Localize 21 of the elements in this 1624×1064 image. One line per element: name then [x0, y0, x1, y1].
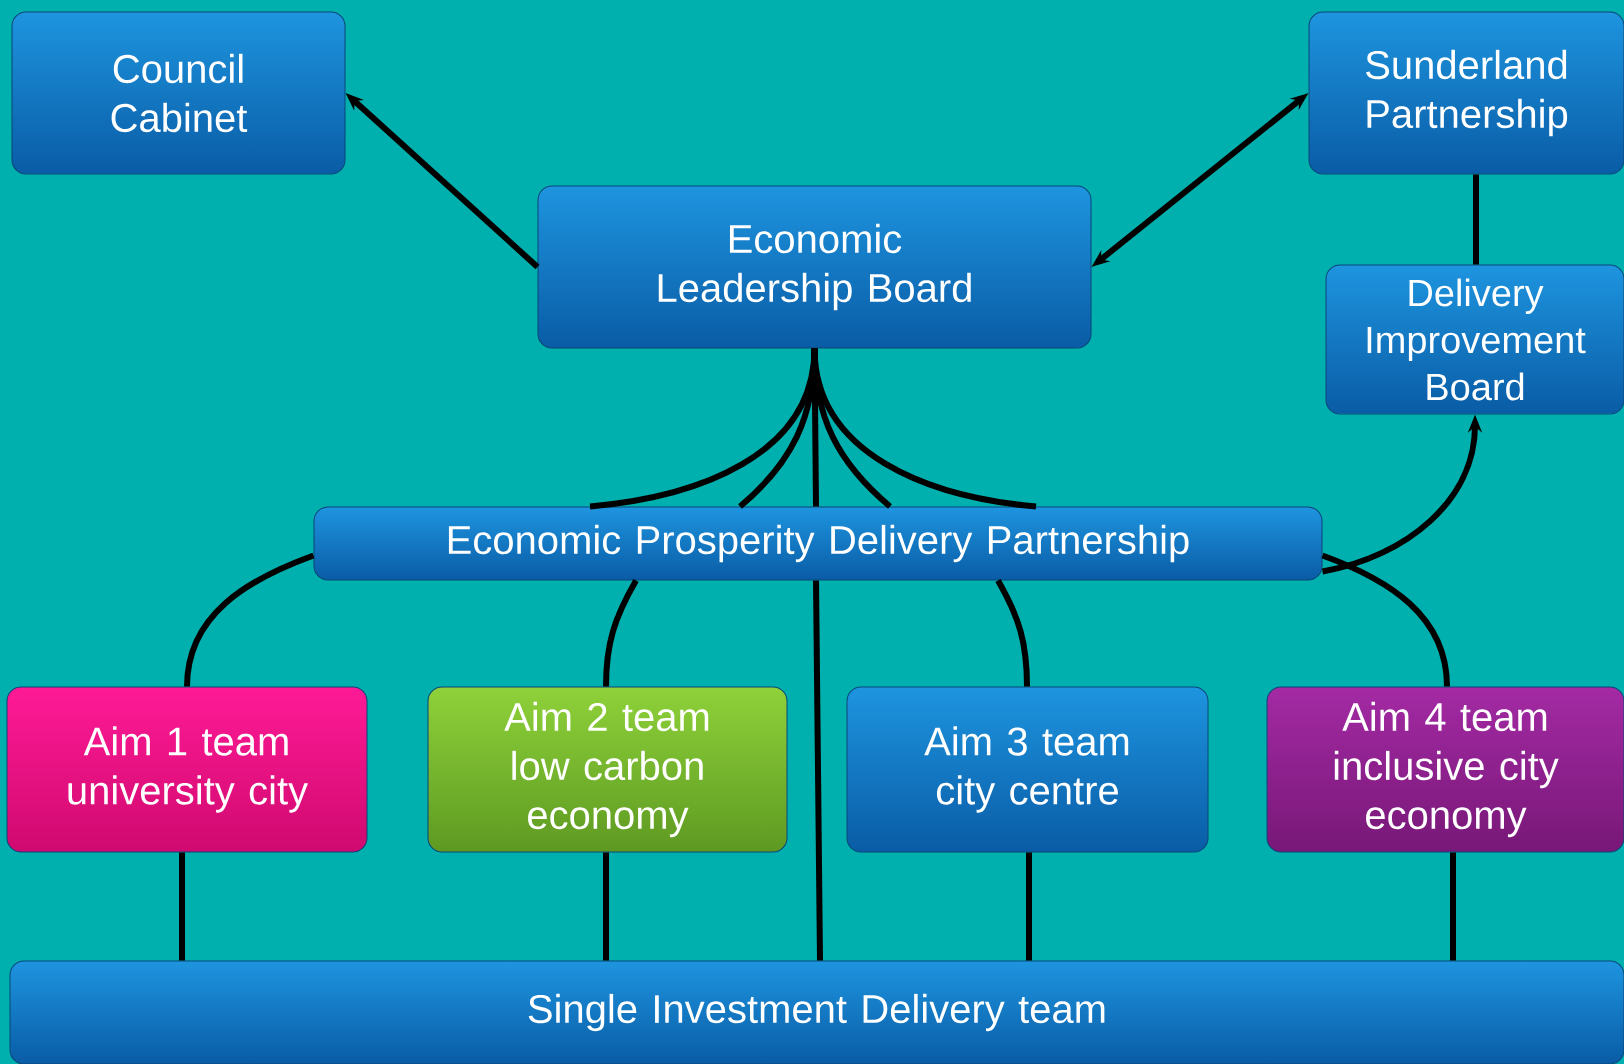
connector	[1473, 174, 1479, 265]
connector	[603, 852, 609, 961]
team-box: Aim 2 team low carbon economy	[427, 686, 788, 853]
team-box: Aim 1 team university city	[6, 686, 368, 853]
board-box: Council Cabinet	[11, 11, 346, 175]
board-box: Delivery Improvement Board	[1325, 264, 1624, 415]
team-bar: Single Investment Delivery team	[9, 960, 1624, 1064]
connector	[1321, 552, 1450, 687]
team-box: Aim 4 team inclusive city economy	[1266, 686, 1624, 853]
connector	[184, 552, 315, 687]
connector	[603, 579, 639, 687]
connector	[1026, 852, 1032, 961]
connector	[1450, 852, 1456, 961]
team-box: Aim 3 team city centre	[846, 686, 1209, 853]
partnership-bar: Economic Prosperity Delivery Partnership	[313, 506, 1323, 581]
connector	[179, 852, 185, 961]
connector	[813, 580, 823, 961]
board-box: Sunderland Partnership	[1308, 11, 1624, 175]
board-box: Economic Leadership Board	[537, 185, 1092, 349]
connector	[811, 348, 1037, 510]
connector	[995, 579, 1030, 687]
